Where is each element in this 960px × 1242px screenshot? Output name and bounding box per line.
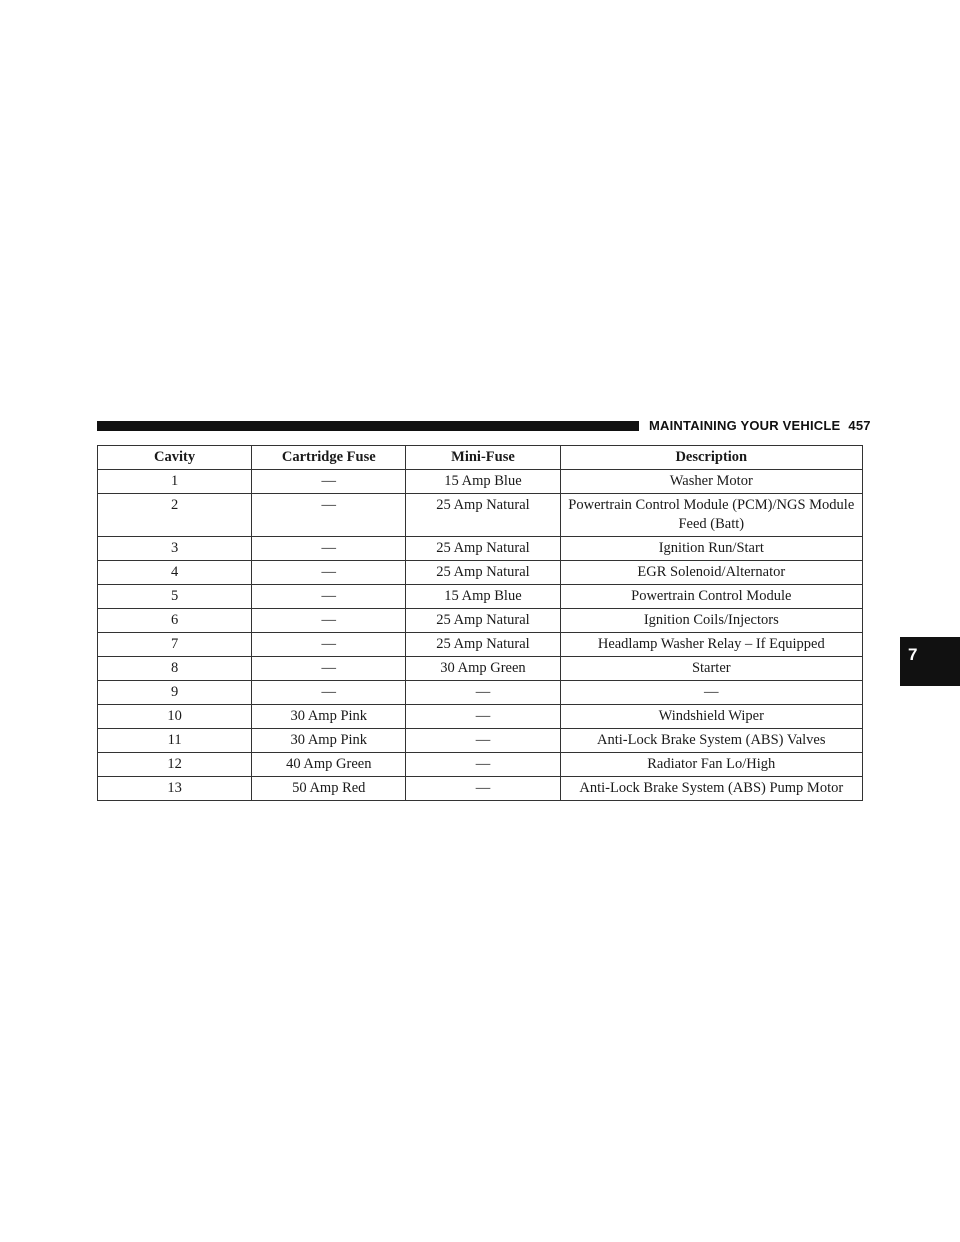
mini-fuse-cell: 25 Amp Natural	[405, 608, 561, 633]
mini-fuse-cell: —	[405, 752, 561, 777]
cavity-cell: 6	[96, 608, 253, 633]
cavity-cell: 5	[96, 584, 253, 609]
description-cell: Radiator Fan Lo/High	[559, 752, 864, 777]
mini-fuse-cell: 25 Amp Natural	[405, 493, 561, 537]
cartridge-fuse-cell: —	[251, 680, 407, 705]
cartridge-fuse-cell: 40 Amp Green	[251, 752, 407, 777]
cavity-cell: 1	[96, 469, 253, 494]
column-header-cavity: Cavity	[96, 445, 253, 470]
chapter-tab: 7	[900, 637, 960, 686]
description-cell: —	[559, 680, 864, 705]
mini-fuse-cell: 25 Amp Natural	[405, 632, 561, 657]
description-cell: Ignition Coils/Injectors	[559, 608, 864, 633]
column-header-description: Description	[559, 445, 864, 470]
cavity-cell: 7	[96, 632, 253, 657]
mini-fuse-cell: 30 Amp Green	[405, 656, 561, 681]
cartridge-fuse-cell: 50 Amp Red	[251, 776, 407, 801]
fuse-table: Cavity Cartridge Fuse Mini-Fuse Descript…	[96, 445, 864, 801]
cavity-cell: 11	[96, 728, 253, 753]
description-cell: Powertrain Control Module	[559, 584, 864, 609]
column-header-cartridge-fuse: Cartridge Fuse	[251, 445, 407, 470]
cartridge-fuse-cell: 30 Amp Pink	[251, 704, 407, 729]
mini-fuse-cell: 15 Amp Blue	[405, 469, 561, 494]
running-header: MAINTAINING YOUR VEHICLE 457	[649, 418, 871, 434]
description-cell: Washer Motor	[559, 469, 864, 494]
mini-fuse-cell: 15 Amp Blue	[405, 584, 561, 609]
cavity-cell: 12	[96, 752, 253, 777]
cavity-cell: 10	[96, 704, 253, 729]
cavity-cell: 4	[96, 560, 253, 585]
cavity-cell: 8	[96, 656, 253, 681]
description-cell: EGR Solenoid/Alternator	[559, 560, 864, 585]
cavity-cell: 13	[96, 776, 253, 801]
cartridge-fuse-cell: —	[251, 536, 407, 561]
cartridge-fuse-cell: —	[251, 469, 407, 494]
description-cell: Starter	[559, 656, 864, 681]
cartridge-fuse-cell: —	[251, 632, 407, 657]
mini-fuse-cell: 25 Amp Natural	[405, 536, 561, 561]
description-cell: Windshield Wiper	[559, 704, 864, 729]
description-cell: Powertrain Control Module (PCM)/NGS Modu…	[559, 493, 864, 537]
column-header-mini-fuse: Mini-Fuse	[405, 445, 561, 470]
description-cell: Headlamp Washer Relay – If Equipped	[559, 632, 864, 657]
cartridge-fuse-cell: —	[251, 584, 407, 609]
description-cell: Ignition Run/Start	[559, 536, 864, 561]
table-row: 9———	[96, 680, 864, 705]
table-header-row: Cavity Cartridge Fuse Mini-Fuse Descript…	[96, 445, 864, 470]
cartridge-fuse-cell: —	[251, 493, 407, 537]
section-title: MAINTAINING YOUR VEHICLE	[649, 418, 841, 433]
mini-fuse-cell: —	[405, 704, 561, 729]
mini-fuse-cell: 25 Amp Natural	[405, 560, 561, 585]
cavity-cell: 3	[96, 536, 253, 561]
mini-fuse-cell: —	[405, 728, 561, 753]
cartridge-fuse-cell: —	[251, 656, 407, 681]
description-cell: Anti-Lock Brake System (ABS) Pump Motor	[559, 776, 864, 801]
description-cell: Anti-Lock Brake System (ABS) Valves	[559, 728, 864, 753]
cavity-cell: 9	[96, 680, 253, 705]
cartridge-fuse-cell: —	[251, 560, 407, 585]
cartridge-fuse-cell: 30 Amp Pink	[251, 728, 407, 753]
mini-fuse-cell: —	[405, 680, 561, 705]
cartridge-fuse-cell: —	[251, 608, 407, 633]
mini-fuse-cell: —	[405, 776, 561, 801]
header-rule	[97, 421, 639, 431]
page-number: 457	[848, 418, 871, 433]
cavity-cell: 2	[96, 493, 253, 537]
